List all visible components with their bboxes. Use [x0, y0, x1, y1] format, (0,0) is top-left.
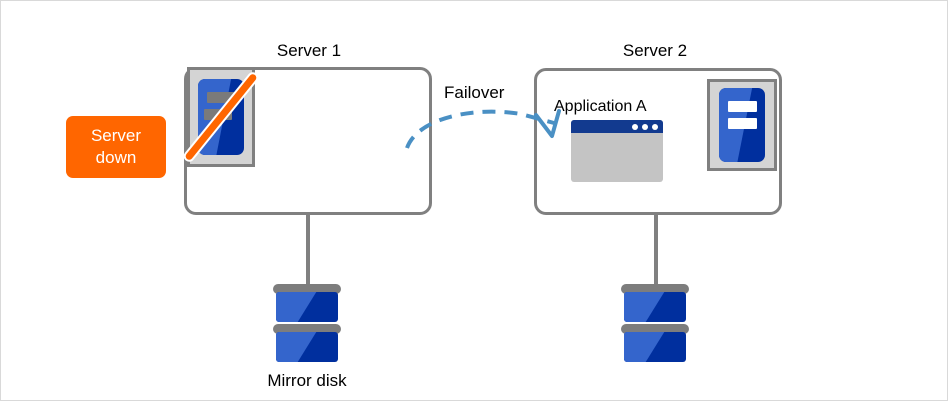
server-1-icon-panel [181, 67, 261, 167]
status-badge-line1: Server [90, 126, 142, 145]
server-led-bar-1 [207, 91, 236, 103]
disk-bar-middle [621, 324, 689, 334]
server-led-bar-1 [728, 100, 757, 112]
application-window-icon [571, 120, 663, 182]
disk-block-1 [624, 292, 686, 322]
server-led-bar-2 [728, 117, 757, 129]
disk-block-2 [624, 332, 686, 362]
window-dot-3 [652, 123, 658, 130]
status-badge-server-down: Server down [66, 116, 166, 178]
server-1-disk-stack [273, 284, 341, 368]
window-dot-2 [642, 123, 648, 130]
server-down-icon [181, 70, 261, 164]
mirror-disk-label: Mirror disk [267, 371, 347, 390]
server-active-icon [719, 88, 765, 162]
disk-bar-top [621, 284, 689, 294]
server-1-title: Server 1 [276, 41, 342, 60]
server-2-title: Server 2 [622, 41, 688, 60]
application-a-label: Application A [554, 98, 647, 115]
disk-block-1 [276, 292, 338, 322]
failover-label: Failover [444, 83, 505, 102]
server-2-disk-stack [621, 284, 689, 368]
status-badge-line2: down [95, 148, 137, 167]
disk-block-2 [276, 332, 338, 362]
server-2-disk-connector [654, 215, 658, 287]
server-2-icon-panel [707, 79, 777, 171]
disk-bar-top [273, 284, 341, 294]
application-window-titlebar [571, 120, 663, 133]
server-1-disk-connector [306, 214, 310, 287]
disk-bar-middle [273, 324, 341, 334]
window-dot-1 [632, 123, 638, 130]
